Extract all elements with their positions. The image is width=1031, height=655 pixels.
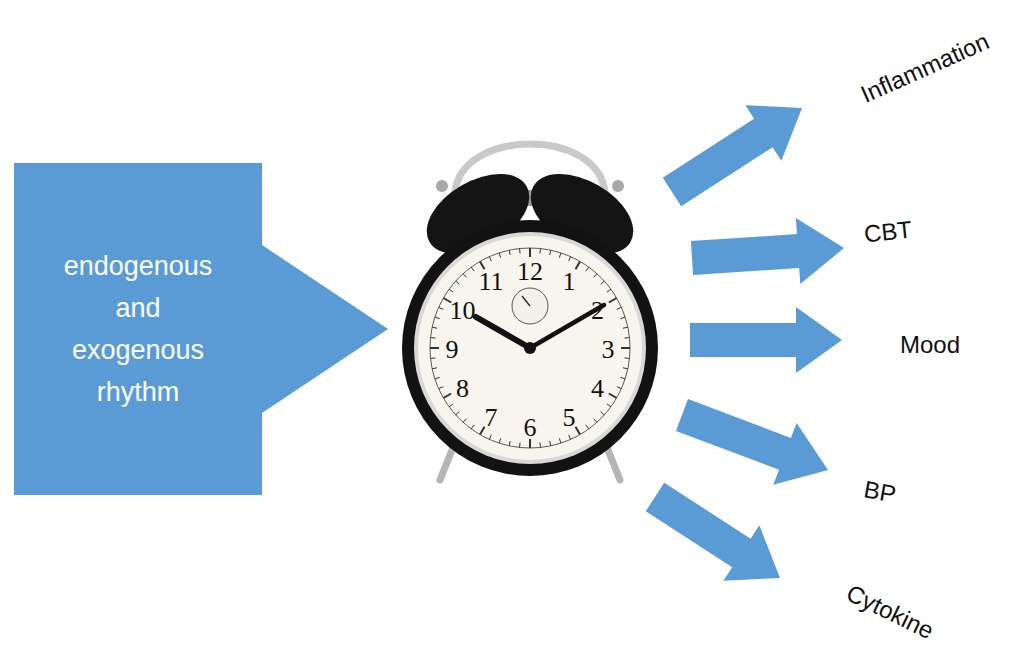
block-arrow — [646, 483, 780, 581]
minute-tick — [431, 337, 436, 339]
block-arrow — [676, 399, 828, 485]
minute-tick — [449, 289, 453, 292]
block-arrow — [690, 307, 842, 373]
bell-knob — [612, 180, 624, 192]
minute-tick — [480, 427, 485, 435]
sub-dial — [512, 288, 548, 324]
minute-tick — [601, 281, 605, 284]
minute-tick — [617, 387, 622, 389]
minute-tick — [499, 253, 501, 258]
minute-tick — [623, 368, 628, 369]
minute-tick — [443, 394, 451, 399]
clock-numeral: 8 — [456, 374, 469, 404]
clock-rim — [414, 232, 646, 464]
minute-tick — [607, 404, 611, 407]
clock-numeral: 11 — [478, 267, 503, 297]
minute-ring — [430, 248, 630, 448]
node-label: endogenous and exogenous rhythm — [49, 245, 227, 413]
minute-tick — [620, 317, 625, 319]
bell-knob — [436, 180, 448, 192]
block-arrows — [646, 105, 844, 581]
minute-tick — [463, 419, 466, 423]
clock-numeral: 6 — [524, 413, 537, 443]
minute-tick — [594, 419, 597, 423]
minute-tick — [594, 274, 597, 278]
outcome-label: BP — [862, 475, 898, 508]
block-arrow-box: endogenous and exogenous rhythm — [14, 163, 388, 495]
minute-tick — [617, 307, 622, 309]
block-arrow — [691, 218, 844, 284]
minute-tick — [586, 267, 589, 271]
minute-tick — [435, 317, 440, 319]
hand-pivot — [524, 342, 536, 354]
minute-tick — [620, 377, 625, 379]
block-arrow — [663, 105, 802, 206]
minute-tick — [601, 412, 605, 415]
outcome-label: Mood — [900, 331, 960, 359]
clock-numeral: 9 — [446, 335, 459, 365]
clock-face — [418, 236, 642, 460]
minute-tick — [509, 250, 510, 255]
clock-numeral: 4 — [591, 374, 604, 404]
minute-tick — [519, 442, 521, 447]
minute-tick — [576, 261, 581, 269]
minute-tick — [509, 441, 510, 446]
minute-tick — [624, 357, 629, 359]
clock-case — [402, 220, 658, 476]
minute-tick — [430, 347, 439, 349]
minute-tick — [432, 327, 437, 328]
minute-tick — [539, 442, 541, 447]
text-area: endogenous and exogenous rhythm — [14, 163, 262, 495]
clock-numeral: 12 — [517, 257, 543, 287]
minute-tick — [519, 249, 521, 254]
alarm-clock — [402, 144, 658, 480]
minute-tick — [623, 327, 628, 328]
sub-dial-hand — [522, 296, 530, 306]
clock-numeral: 1 — [563, 267, 576, 297]
minute-tick — [439, 307, 444, 309]
minute-tick — [609, 298, 617, 303]
minute-tick — [529, 248, 531, 257]
minute-tick — [432, 368, 437, 369]
minute-tick — [499, 438, 501, 443]
clock-numeral: 5 — [563, 403, 576, 433]
minute-tick — [569, 257, 571, 262]
minute-tick — [439, 387, 444, 389]
minute-tick — [463, 274, 466, 278]
outcome-label: Inflammation — [857, 27, 994, 108]
minute-tick — [550, 250, 551, 255]
outcome-label: Cytokine — [842, 579, 938, 645]
minute-tick — [607, 289, 611, 292]
minute-tick — [471, 425, 474, 429]
hour-hand — [476, 317, 530, 348]
block-arrow-shape — [14, 163, 388, 495]
minute-tick — [609, 394, 617, 399]
minute-tick — [539, 249, 541, 254]
minute-tick — [489, 435, 491, 440]
clock-numeral: 7 — [485, 403, 498, 433]
minute-tick — [576, 427, 581, 435]
minute-tick — [449, 404, 453, 407]
minute-tick — [471, 267, 474, 271]
outcome-label: CBT — [863, 216, 914, 249]
minute-tick — [569, 435, 571, 440]
minute-tick — [559, 438, 561, 443]
minute-ticks — [430, 248, 630, 448]
block-arrow-outline — [14, 163, 388, 495]
minute-tick — [431, 357, 436, 359]
minute-tick — [624, 337, 629, 339]
minute-tick — [621, 347, 630, 349]
clock-numeral: 2 — [591, 296, 604, 326]
minute-tick — [559, 253, 561, 258]
minute-tick — [456, 281, 460, 284]
clock-numeral: 3 — [602, 335, 615, 365]
minute-tick — [489, 257, 491, 262]
minute-tick — [435, 377, 440, 379]
minute-tick — [586, 425, 589, 429]
minute-tick — [550, 441, 551, 446]
minute-tick — [456, 412, 460, 415]
clock-numeral: 10 — [449, 296, 475, 326]
